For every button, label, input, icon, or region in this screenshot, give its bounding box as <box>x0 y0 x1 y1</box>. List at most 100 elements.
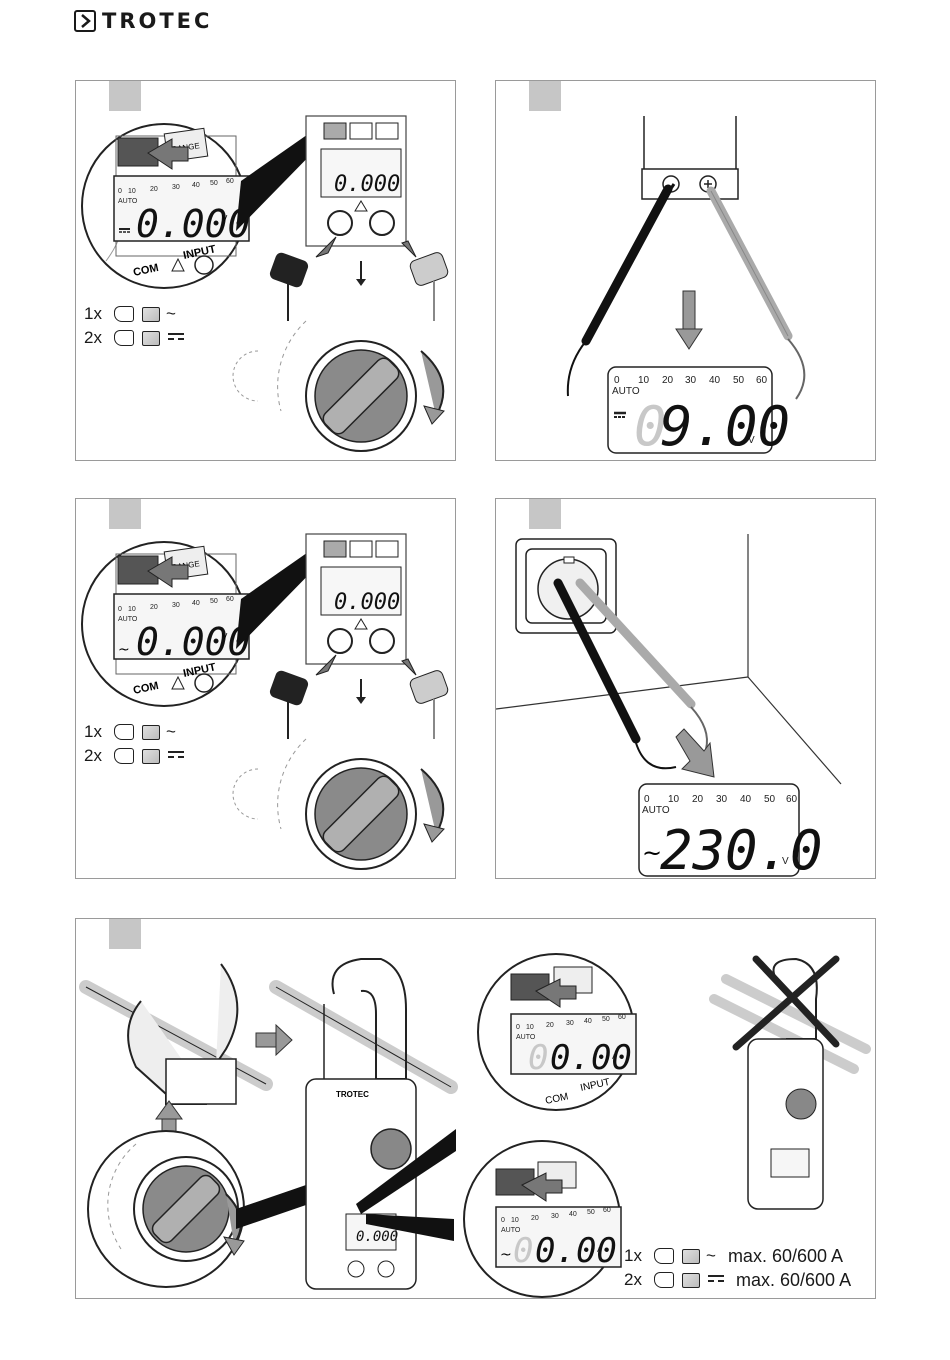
panel-ac-measurement: 0 10 20 30 40 50 60 AUTO V ~ 230.0 <box>495 498 876 879</box>
lcd-scale-30: 30 <box>566 1020 574 1027</box>
lcd-ac-symbol: ~ <box>500 1247 512 1263</box>
panel-dc-measurement: 0 10 20 30 40 50 60 AUTO V 0 9.00 <box>495 80 876 461</box>
lcd-scale-20: 20 <box>531 1215 539 1222</box>
ac-symbol: ~ <box>706 1246 716 1265</box>
lcd-unit: V <box>222 214 228 223</box>
step-number-tab <box>529 499 561 529</box>
lcd-auto: AUTO <box>501 1227 521 1234</box>
lcd-scale-10: 10 <box>526 1024 534 1031</box>
lcd-scale-40: 40 <box>569 1211 577 1218</box>
lcd-scale-60: 60 <box>603 1207 611 1214</box>
lcd-auto: AUTO <box>118 198 138 205</box>
lcd-unit-a: A <box>612 1054 617 1061</box>
mode-button-icon <box>142 330 160 346</box>
panel-voltage-setup: RANGE 0 10 20 30 40 50 60 AUTO 0.000 V C… <box>75 80 456 461</box>
lcd-auto: AUTO <box>516 1034 536 1041</box>
lcd-scale-0: 0 <box>118 606 122 613</box>
legend-row-2x: 2x <box>84 745 184 767</box>
ac-symbol: ~ <box>166 722 176 741</box>
lcd-scale-0: 0 <box>614 375 620 386</box>
press-finger-icon <box>114 724 134 740</box>
meter-lcd-reading: 0.000 <box>334 590 400 615</box>
dc-symbol-icon <box>708 1275 724 1285</box>
lcd-scale-20: 20 <box>546 1022 554 1029</box>
logo-chevron-icon <box>74 10 96 32</box>
lcd-ghost-digit: 0 <box>634 395 667 458</box>
legend-multiplier: 1x <box>84 304 102 323</box>
lcd-ac-symbol: ~ <box>118 642 130 658</box>
press-finger-icon <box>654 1272 674 1288</box>
lcd-reading-current: 0.00 <box>535 1231 617 1271</box>
lcd-ghost-digit: 0 <box>513 1231 533 1271</box>
lcd-scale-40: 40 <box>740 794 752 805</box>
max-current-label: max. 60/600 A <box>727 1245 844 1266</box>
lcd-ghost-digit: 0 <box>528 1038 548 1078</box>
mode-button-icon <box>682 1248 700 1264</box>
lcd-scale-30: 30 <box>685 375 697 386</box>
lcd-reading-ac: 230.0 <box>660 819 823 879</box>
current-legend-row-2x: 2x max. 60/600 A <box>624 1269 851 1291</box>
voltage-setup-illustration: RANGE 0 10 20 30 40 50 60 AUTO 0.000 V C… <box>81 115 449 452</box>
ac-symbol: ~ <box>166 304 176 323</box>
lcd-unit: V <box>222 632 228 641</box>
lcd-scale-10: 10 <box>638 375 650 386</box>
lcd-scale-10: 10 <box>128 188 136 195</box>
meter-brand: TROTEC <box>336 1090 369 1099</box>
mode-button-icon <box>682 1272 700 1288</box>
dc-measurement-illustration: 0 10 20 30 40 50 60 AUTO V 0 9.00 <box>566 116 806 458</box>
lcd-scale-20: 20 <box>150 604 158 611</box>
lcd-scale-0: 0 <box>516 1024 520 1031</box>
step-number-tab <box>109 919 141 949</box>
lcd-reading-dc: 9.00 <box>660 395 790 458</box>
legend-multiplier: 2x <box>84 746 102 765</box>
dc-symbol-icon <box>168 751 184 761</box>
legend-row-1x: 1x ~ <box>84 303 176 325</box>
lcd-auto: AUTO <box>118 616 138 623</box>
lcd-scale-30: 30 <box>172 602 180 609</box>
legend-multiplier: 2x <box>624 1270 642 1289</box>
lcd-scale-30: 30 <box>716 794 728 805</box>
lcd-scale-30: 30 <box>172 184 180 191</box>
com-label: COM <box>132 680 160 697</box>
lcd-scale-0: 0 <box>644 794 650 805</box>
lcd-scale-50: 50 <box>587 1209 595 1216</box>
lcd-reading: 0.000 <box>136 202 250 246</box>
trotec-logo: TROTEC <box>74 8 212 34</box>
dc-symbol-icon <box>168 333 184 343</box>
lcd-scale-60: 60 <box>226 596 234 603</box>
lcd-scale-10: 10 <box>128 606 136 613</box>
legend-multiplier: 1x <box>84 722 102 741</box>
legend-multiplier: 2x <box>84 328 102 347</box>
lcd-scale-40: 40 <box>192 182 200 189</box>
lcd-reading-current: 0.00 <box>550 1038 632 1078</box>
current-legend-row-1x: 1x ~ max. 60/600 A <box>624 1245 843 1267</box>
lcd-unit: V <box>748 435 755 446</box>
com-label: COM <box>544 1091 569 1107</box>
lcd-scale-10: 10 <box>511 1217 519 1224</box>
lcd-scale-60: 60 <box>226 178 234 185</box>
mode-button-icon <box>142 748 160 764</box>
lcd-auto: AUTO <box>612 386 640 397</box>
legend-row-1x: 1x ~ <box>84 721 176 743</box>
press-finger-icon <box>654 1248 674 1264</box>
press-finger-icon <box>114 748 134 764</box>
lcd-scale-10: 10 <box>668 794 680 805</box>
current-measurement-illustration: TROTEC 0.000 0 10 20 30 40 50 60 AUTO A … <box>79 953 871 1298</box>
max-current-label: max. 60/600 A <box>736 1269 852 1290</box>
lcd-scale-50: 50 <box>210 180 218 187</box>
legend-multiplier: 1x <box>624 1246 642 1265</box>
voltage-setup-ac-illustration: RANGE 0 10 20 30 40 50 60 AUTO 0.000 V ~… <box>81 533 449 870</box>
step-number-tab <box>529 81 561 111</box>
lcd-scale-20: 20 <box>662 375 674 386</box>
lcd-scale-60: 60 <box>786 794 798 805</box>
legend-row-2x: 2x <box>84 327 184 349</box>
step-number-tab <box>109 499 141 529</box>
lcd-unit-a: A <box>597 1247 602 1254</box>
brand-name: TROTEC <box>102 9 213 33</box>
lcd-scale-0: 0 <box>118 188 122 195</box>
lcd-scale-20: 20 <box>150 186 158 193</box>
meter-lcd-reading: 0.000 <box>334 172 400 197</box>
press-finger-icon <box>114 306 134 322</box>
lcd-scale-50: 50 <box>733 375 745 386</box>
lcd-auto: AUTO <box>642 805 670 816</box>
